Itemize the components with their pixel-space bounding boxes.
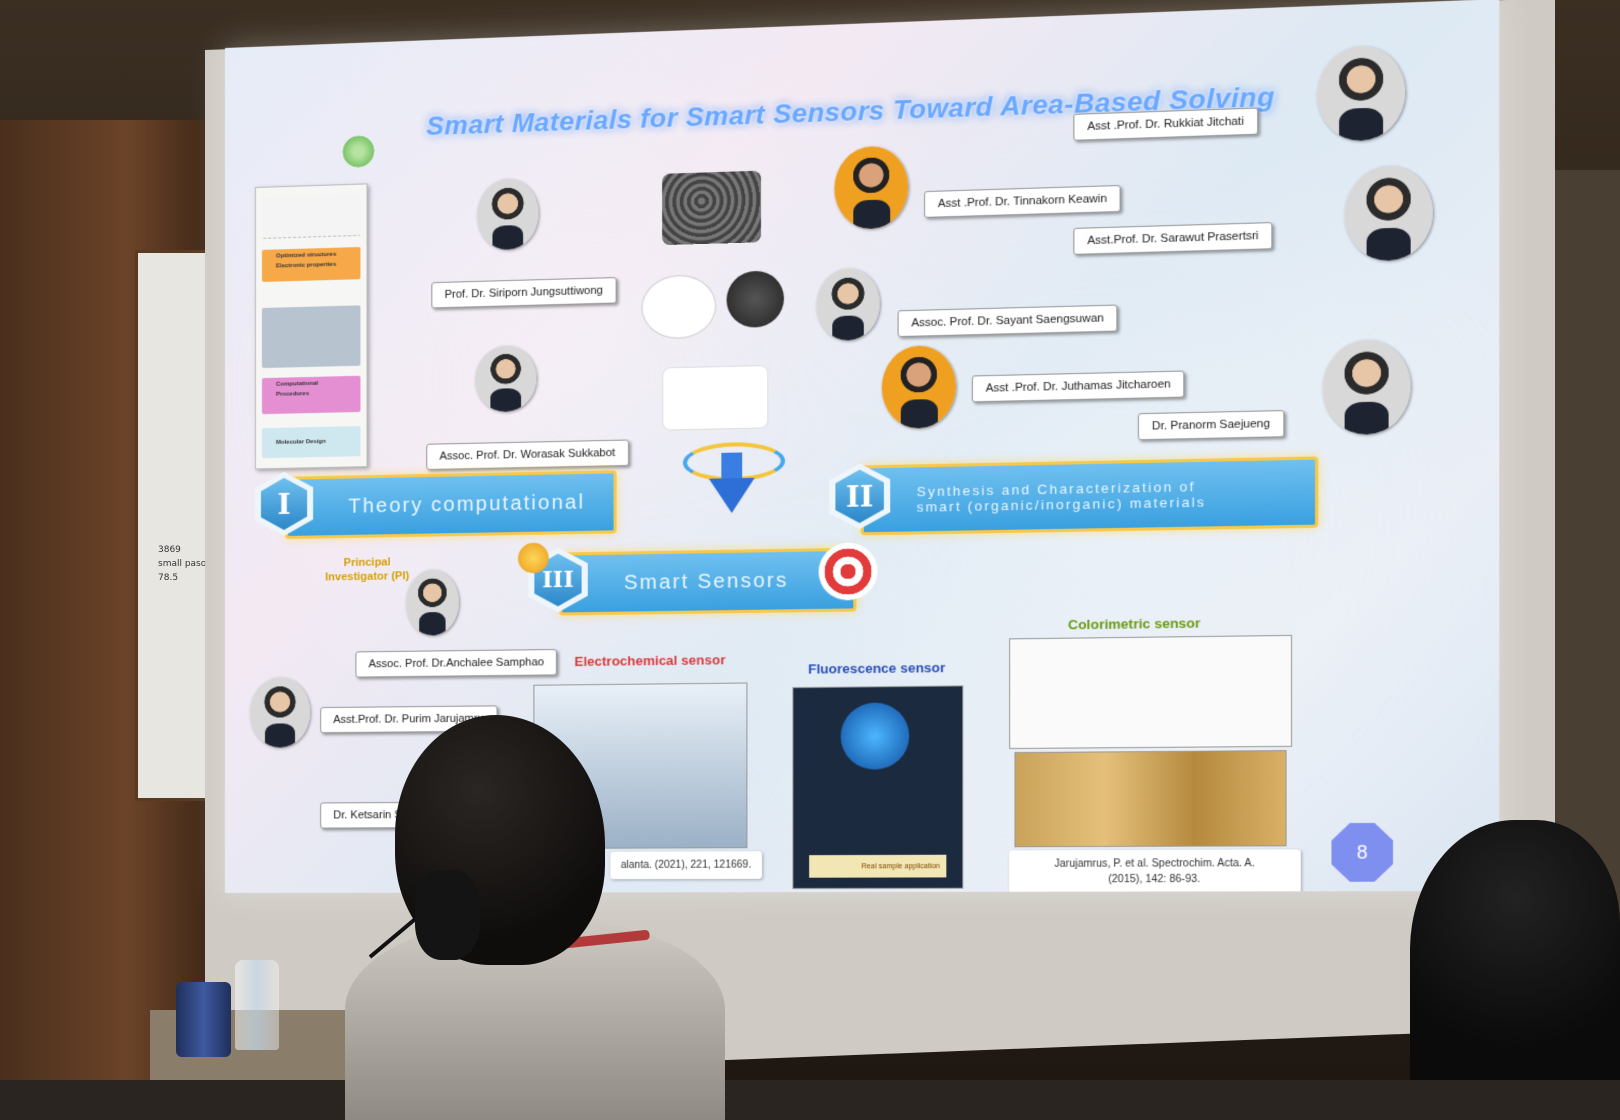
citation-line: (2015), 142: 86-93. xyxy=(1108,873,1201,886)
sem-image xyxy=(662,170,761,246)
pi-label-line: Principal xyxy=(343,556,391,570)
portrait-anchalee xyxy=(405,569,459,636)
name-siriporn: Prof. Dr. Siriporn Jungsuttiwong xyxy=(431,277,617,309)
fluorescence-image: Real sample application xyxy=(792,685,964,890)
electrochemical-citation: alanta. (2021), 221, 121669. xyxy=(610,851,762,880)
computational-panel: Optimized structures Electronic properti… xyxy=(254,183,368,470)
down-arrow-icon xyxy=(708,477,755,514)
molecule-chain xyxy=(261,194,361,239)
fluorescence-title: Fluorescence sensor xyxy=(808,659,946,677)
server-photo xyxy=(261,305,361,369)
name-anchalee: Assoc. Prof. Dr.Anchalee Samphao xyxy=(355,648,558,678)
colorimetric-title: Colorimetric sensor xyxy=(1067,615,1201,633)
colorimetric-spectrum-image xyxy=(1009,634,1293,750)
citation-line: Jarujamrus, P. et al. Spectrochim. Acta.… xyxy=(1054,857,1255,870)
pillar-smart-sensors: Smart Sensors xyxy=(559,547,857,616)
scribble-line: 78.5 xyxy=(158,573,179,583)
pi-label-line: Investigator (PI) xyxy=(325,570,410,584)
portrait-purim xyxy=(249,677,311,748)
pillar-theory-label: Theory computational xyxy=(348,490,586,518)
pillar-theory: Theory computational xyxy=(285,470,617,539)
whiteboard-scribble: 3869 small paso 78.5 xyxy=(158,543,206,585)
name-sarawut: Asst.Prof. Dr. Sarawut Prasertsri xyxy=(1073,222,1273,255)
name-pranorm: Dr. Pranorm Saejueng xyxy=(1137,410,1285,441)
name-sayant: Assoc. Prof. Dr. Sayant Saengsuwan xyxy=(897,304,1118,338)
electrochemical-title: Electrochemical sensor xyxy=(574,652,726,670)
tumbler xyxy=(176,982,231,1057)
name-worasak: Assoc. Prof. Dr. Worasak Sukkabot xyxy=(426,439,629,470)
name-juthamas: Asst .Prof. Dr. Juthamas Jitcharoen xyxy=(971,370,1185,403)
panel-label: Molecular Design xyxy=(275,438,326,446)
hex-numeral-1: I xyxy=(261,477,307,530)
face-mask xyxy=(415,870,480,960)
scribble-line: 3869 xyxy=(158,545,181,555)
pi-label: Principal Investigator (PI) xyxy=(325,555,409,584)
real-sample-caption: Real sample application xyxy=(809,854,947,878)
hex-numeral-2: II xyxy=(835,469,883,523)
whiteboard: 3869 small paso 78.5 xyxy=(135,250,216,801)
panel-label: Procedures xyxy=(275,391,310,398)
pillar-synthesis: Synthesis and Characterization of smart … xyxy=(860,456,1319,536)
colorimetric-citation: Jarujamrus, P. et al. Spectrochim. Acta.… xyxy=(1009,849,1301,894)
water-bottle xyxy=(235,960,279,1050)
panel-label: Computational xyxy=(275,380,319,388)
mechanism-image xyxy=(662,364,769,431)
pillar-smart-sensors-label: Smart Sensors xyxy=(623,568,789,594)
audience-member-right xyxy=(1410,820,1620,1080)
fluorescence-particle xyxy=(840,702,910,770)
colorimetric-strip-image xyxy=(1014,750,1287,848)
scribble-line: small paso xyxy=(158,559,207,569)
